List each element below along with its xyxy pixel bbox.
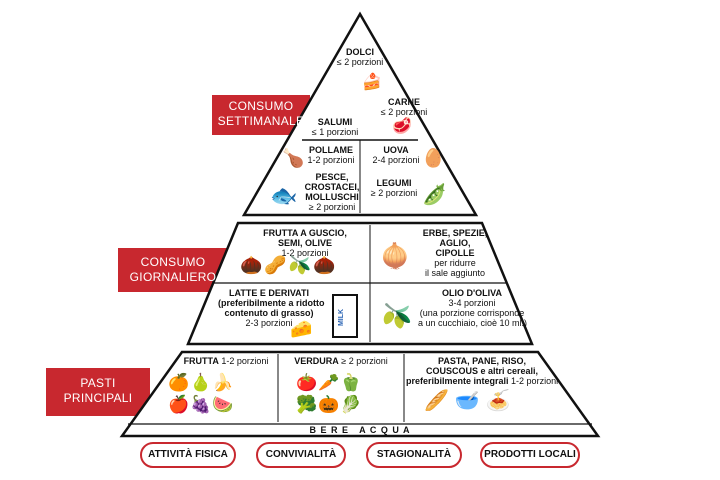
tag-daily-line2: GIORNALIERO xyxy=(129,270,217,284)
pesce-portion: ≥ 2 porzioni xyxy=(308,202,356,212)
erbe-note-2: il sale aggiunto xyxy=(424,268,486,278)
tag-weekly-line2: SETTIMANALE xyxy=(217,114,305,128)
onion-icon: 🧅 xyxy=(380,243,410,270)
latte-note-2: contenuto di grasso) xyxy=(224,308,314,318)
olio-block: OLIO D'OLIVA 3-4 porzioni (una porzione … xyxy=(418,288,528,328)
frutta-portion: 1-2 porzioni xyxy=(221,356,269,366)
tag-daily: CONSUMO GIORNALIERO xyxy=(118,255,228,285)
milk-carton-icon: MILK xyxy=(332,294,358,338)
olio-portion: 3-4 porzioni xyxy=(448,298,496,308)
frutta-guscio-name-1: FRUTTA A GUSCIO, xyxy=(263,228,347,238)
pollame-portion: 1-2 porzioni xyxy=(307,155,355,165)
latte-note-1: (preferibilmente a ridotto xyxy=(218,298,325,308)
olive-oil-icon: 🫒 xyxy=(382,303,412,330)
carne-name: CARNE xyxy=(387,97,420,107)
legumi-name: LEGUMI xyxy=(376,178,412,188)
salumi-block: SALUMI ≤ 1 porzioni xyxy=(305,117,365,137)
tier-weekly xyxy=(241,11,479,217)
pesce-name-3: MOLLUSCHI xyxy=(305,192,359,202)
tier-meals xyxy=(119,350,601,438)
tag-weekly: CONSUMO SETTIMANALE xyxy=(212,99,310,129)
carne-block: CARNE ≤ 2 porzioni xyxy=(372,97,436,117)
pill-stagionalita: STAGIONALITÀ xyxy=(366,442,462,468)
carne-portion: ≤ 2 porzioni xyxy=(380,107,428,117)
water-label: B E R E A C Q U A xyxy=(309,425,411,435)
frutta-guscio-block: FRUTTA A GUSCIO, SEMI, OLIVE 1-2 porzion… xyxy=(256,228,354,258)
latte-block: LATTE E DERIVATI (preferibilmente a rido… xyxy=(218,288,325,328)
tag-meals-line1: PASTI xyxy=(80,376,116,390)
verdura-portion: ≥ 2 porzioni xyxy=(341,356,388,366)
tag-meals-line2: PRINCIPALI xyxy=(63,391,133,405)
bread-pasta-icon: 🥖🥣🍝 xyxy=(424,390,517,412)
tag-daily-line1: CONSUMO xyxy=(140,255,206,269)
legumi-portion: ≥ 2 porzioni xyxy=(370,188,418,198)
frutta-block: FRUTTA 1-2 porzioni xyxy=(178,356,274,366)
uova-block: UOVA 2-4 porzioni xyxy=(366,145,426,165)
olio-note-1: (una porzione corrisponde xyxy=(419,308,525,318)
pasta-block: PASTA, PANE, RISO, COUSCOUS e altri cere… xyxy=(406,356,558,386)
pesce-block: PESCE, CROSTACEI, MOLLUSCHI ≥ 2 porzioni xyxy=(304,172,360,212)
verdura-name: VERDURA xyxy=(294,356,339,366)
dolci-portion: ≤ 2 porzioni xyxy=(336,57,384,67)
vegetables-icon: 🍅🥕🫑🥦🎃🥬 xyxy=(296,373,363,414)
erbe-name-1: ERBE, SPEZIE, xyxy=(422,228,488,238)
tag-weekly-line1: CONSUMO xyxy=(228,99,294,113)
tag-meals: PASTI PRINCIPALI xyxy=(46,376,150,406)
dolci-name: DOLCI xyxy=(346,47,374,57)
legumi-block: LEGUMI ≥ 2 porzioni xyxy=(364,178,424,198)
peas-pod-icon: 🫛 xyxy=(422,184,447,206)
cake-icon: 🍰 xyxy=(362,74,382,91)
tag-daily-bg xyxy=(118,248,228,292)
olio-name: OLIO D'OLIVA xyxy=(442,288,502,298)
cheese-icon: 🧀 xyxy=(290,319,313,339)
chicken-leg-icon: 🍗 xyxy=(282,148,305,168)
olio-note-2: a un cucchiaio, cioè 10 ml.) xyxy=(418,318,528,328)
uova-name: UOVA xyxy=(383,145,409,155)
frutta-guscio-name-2: SEMI, OLIVE xyxy=(277,238,332,248)
fruit-icon: 🍊🍐🍌🍎🍇🍉 xyxy=(168,373,235,414)
erbe-block: ERBE, SPEZIE, AGLIO, CIPOLLE per ridurre… xyxy=(410,228,500,278)
erbe-note-1: per ridurre xyxy=(434,258,476,268)
dolci-block: DOLCI ≤ 2 porzioni xyxy=(330,47,390,67)
pill-attivita-fisica: ATTIVITÀ FISICA xyxy=(140,442,236,468)
latte-portion: 2-3 porzioni xyxy=(245,318,293,328)
fish-icon: 🐟 xyxy=(270,183,298,208)
tag-meals-bg xyxy=(46,368,150,416)
pill-prodotti-locali: PRODOTTI LOCALI xyxy=(480,442,580,468)
frutta-guscio-portion: 1-2 porzioni xyxy=(281,248,329,258)
verdura-block: VERDURA ≥ 2 porzioni xyxy=(282,356,400,366)
pollame-name: POLLAME xyxy=(309,145,353,155)
pasta-name-2: COUSCOUS e altri cereali, xyxy=(425,366,539,376)
salumi-portion: ≤ 1 porzioni xyxy=(311,127,359,137)
tag-weekly-bg xyxy=(212,95,310,135)
erbe-name-3: CIPOLLE xyxy=(435,248,475,258)
erbe-name-2: AGLIO, xyxy=(439,238,471,248)
pasta-name-3: preferibilmente integrali xyxy=(406,376,509,386)
pasta-portion: 1-2 porzioni xyxy=(511,376,559,386)
latte-name: LATTE E DERIVATI xyxy=(229,288,309,298)
pesce-name-2: CROSTACEI, xyxy=(304,182,360,192)
frutta-name: FRUTTA xyxy=(183,356,219,366)
salumi-name: SALUMI xyxy=(317,117,353,127)
pollame-block: POLLAME 1-2 porzioni xyxy=(302,145,360,165)
steak-icon: 🥩 xyxy=(392,118,412,135)
nuts-icon: 🌰🥜🫒🌰 xyxy=(240,255,338,275)
pill-convivialita: CONVIVIALITÀ xyxy=(256,442,346,468)
eggs-icon: 🥚 xyxy=(422,148,445,168)
pesce-name-1: PESCE, xyxy=(315,172,349,182)
milk-label: MILK xyxy=(338,308,346,327)
pasta-name-1: PASTA, PANE, RISO, xyxy=(437,356,526,366)
uova-portion: 2-4 porzioni xyxy=(372,155,420,165)
